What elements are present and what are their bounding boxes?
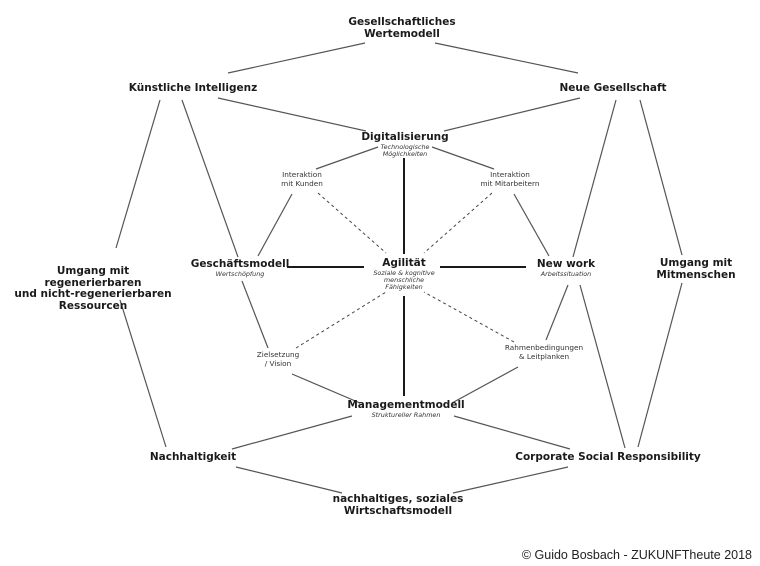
node-label: nachhaltiges, soziales Wirtschaftsmodell — [332, 493, 464, 517]
node-sublabel: Technologische Möglichkeiten — [380, 142, 430, 159]
node-kuenstliche-intelligenz: Künstliche Intelligenz — [128, 82, 258, 95]
node-label: Umgang mit Mitmenschen — [656, 257, 736, 281]
node-managementmodell: Managementmodell Struktureller Rahmen — [347, 399, 465, 419]
node-label: Managementmodell — [347, 399, 465, 411]
node-nachhaltigkeit: Nachhaltigkeit — [149, 451, 237, 464]
dash-mitarbeiter-agilitaet — [423, 192, 493, 254]
edge-csr-wirtschaftsmodell — [452, 466, 569, 494]
edge-nachhaltigkeit-managementmodell — [231, 415, 353, 450]
node-label: Nachhaltigkeit — [149, 451, 237, 463]
relation-zielsetzung-vision: Zielsetzung / Vision — [256, 350, 300, 368]
edge-ressourcen-nachhaltigkeit — [119, 299, 167, 448]
node-csr: Corporate Social Responsibility — [515, 451, 701, 464]
dash-zielsetzung-agilitaet — [295, 291, 387, 349]
dash-kunden-agilitaet — [317, 192, 387, 254]
edge-ki-digitalisierung — [217, 97, 367, 132]
edge-ki-geschaeftsmodell — [181, 99, 239, 258]
edge-kunden-geschaeftsmodell — [257, 193, 293, 257]
core-connections — [287, 158, 526, 396]
node-wirtschaftsmodell: nachhaltiges, soziales Wirtschaftsmodell — [332, 493, 464, 518]
edge-digitalisierung-kunden — [315, 146, 379, 170]
node-gesellschaftliches-wertemodell: Gesellschaftliches Wertemodell — [348, 16, 456, 41]
relation-rahmenbedingungen: Rahmenbedingungen & Leitplanken — [504, 343, 584, 361]
node-label: Agilität — [382, 257, 426, 269]
node-new-work: New work Arbeitssituation — [536, 258, 596, 278]
edge-rahmen-managementmodell — [451, 366, 519, 404]
edge-neue-gesellschaft-digitalisierung — [443, 97, 581, 132]
outer-connections — [115, 42, 683, 494]
copyright-notice: © Guido Bosbach - ZUKUNFTheute 2018 — [521, 548, 752, 562]
node-label: Corporate Social Responsibility — [515, 451, 701, 463]
edge-ki-ressourcen — [115, 99, 161, 249]
edge-zielsetzung-managementmodell — [291, 373, 361, 404]
edge-csr-managementmodell — [453, 415, 571, 450]
node-label: Umgang mit regenerierbaren und nicht-reg… — [14, 264, 172, 312]
edge-geschaeftsmodell-zielsetzung — [241, 280, 269, 349]
node-umgang-mitmenschen: Umgang mit Mitmenschen — [656, 257, 736, 282]
node-geschaeftsmodell: Geschäftsmodell Wertschöpfung — [190, 258, 290, 278]
node-agilitaet: Agilität Soziale & kognitive menschliche… — [373, 257, 435, 292]
edge-werte-neue-gesellschaft — [434, 42, 579, 74]
node-label: Geschäftsmodell — [190, 258, 290, 270]
edge-new-work-csr — [579, 284, 626, 449]
node-label: Gesellschaftliches Wertemodell — [348, 16, 456, 40]
node-label: New work — [536, 258, 596, 270]
dash-rahmen-agilitaet — [423, 291, 515, 343]
node-sublabel: Wertschöpfung — [215, 269, 265, 278]
dashed-connections — [295, 192, 515, 349]
relation-interaktion-mitarbeiter: Interaktion mit Mitarbeitern — [480, 170, 540, 188]
node-label: Neue Gesellschaft — [559, 82, 667, 94]
edge-mitmenschen-csr — [637, 282, 683, 448]
edge-digitalisierung-mitarbeiter — [431, 146, 495, 170]
node-sublabel: Struktureller Rahmen — [371, 410, 441, 419]
edge-new-work-rahmen — [545, 284, 569, 341]
edge-nachhaltigkeit-wirtschaftsmodell — [235, 466, 343, 494]
node-digitalisierung: Digitalisierung Technologische Möglichke… — [361, 131, 449, 159]
node-sublabel: Arbeitssituation — [540, 269, 592, 278]
edge-werte-ki — [227, 42, 366, 74]
edge-neue-gesellschaft-mitmenschen — [639, 99, 683, 256]
edge-neue-gesellschaft-new-work — [572, 99, 617, 258]
edge-mitarbeiter-new-work — [513, 193, 550, 257]
node-label: Digitalisierung — [361, 131, 449, 143]
relation-interaktion-kunden: Interaktion mit Kunden — [281, 170, 323, 188]
node-umgang-ressourcen: Umgang mit regenerierbaren und nicht-reg… — [14, 254, 171, 325]
node-sublabel: Soziale & kognitive menschliche Fähigkei… — [373, 268, 435, 292]
node-neue-gesellschaft: Neue Gesellschaft — [559, 82, 667, 95]
node-label: Künstliche Intelligenz — [128, 82, 258, 94]
